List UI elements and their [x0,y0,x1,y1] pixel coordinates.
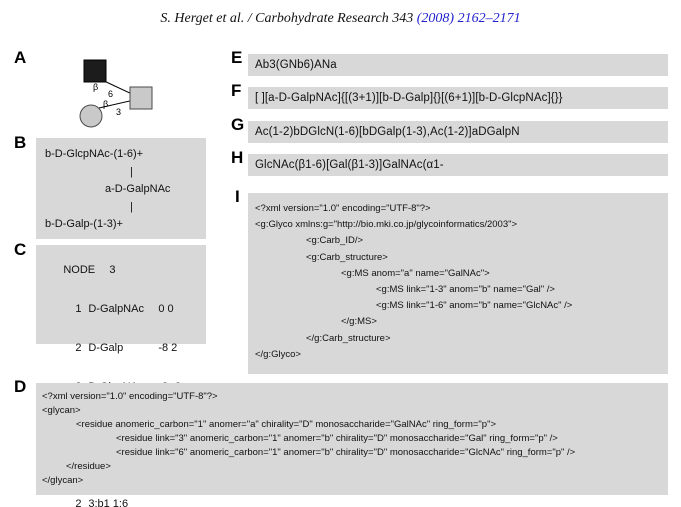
panel-label-e: E [231,48,243,67]
code-line: | [130,200,133,213]
panel-d-box: <?xml version="1.0" encoding="UTF-8"?> <… [36,383,668,495]
node-coords: 0 0 [158,303,174,315]
panel-e-bar: Ab3(GNb6)ANa [248,54,668,76]
xml-line: <glycan> [42,405,81,416]
xml-line: <?xml version="1.0" encoding="UTF-8"?> [42,391,218,402]
xml-line: </glycan> [42,475,84,486]
xml-line: <g:Glyco xmlns:g="http://bio.mki.co.jp/g… [255,219,518,231]
iupac-condensed-text: GlcNAc(β1-6)[Gal(β1-3)]GalNAc(α1- [255,159,444,171]
kcf-node-row: 2 D-Galp -8 2 [45,329,206,368]
linkage-line-1-6 [101,79,135,96]
kcf-node-row: 1 D-GalpNAc 0 0 [45,290,206,329]
code-line: b-D-GlcpNAc-(1-6)+ [45,148,144,160]
panel-label-c: C [14,240,27,259]
code-line: | [130,165,133,178]
panel-label-g: G [231,115,245,134]
panel-g-bar: Ac(1-2)bDGlcN(1-6)[bDGalp(1-3),Ac(1-2)]a… [248,121,668,143]
linkage-position-label-6: 6 [108,89,113,99]
xml-line: </residue> [66,461,111,472]
xml-line: </g:Carb_structure> [306,332,391,344]
gal-circle-icon [79,104,103,128]
panel-b-box: b-D-GlcpNAc-(1-6)+ | a-D-GalpNAc | b-D-G… [36,138,206,239]
code-line: a-D-GalpNAc [105,183,171,195]
xml-line: <?xml version="1.0" encoding="UTF-8"?> [255,203,431,214]
node-index: 1 [75,303,82,315]
xml-line: <residue anomeric_carbon="1" anomer="a" … [76,419,496,430]
xml-line: </g:Glyco> [255,348,301,360]
linkage-position-label-3: 3 [116,107,121,117]
kcf-edge-row: 2 3:b1 1:6 [45,485,206,507]
edge-spec: 3:b1 1:6 [88,498,129,507]
linucs-text: [ ][a-D-GalpNAc]{[(3+1)][b-D-Galp]{}[(6+… [255,92,563,104]
kcf-node-count: 3 [109,264,116,276]
xml-line: <g:MS anom="a" name="GalNAc"> [341,267,490,279]
edge-index: 2 [75,498,82,507]
panel-label-i: I [235,187,240,206]
anomer-label-2: β [103,99,108,109]
code-line: b-D-Galp-(1-3)+ [45,218,123,230]
linearcode-text: Ab3(GNb6)ANa [255,59,337,71]
xml-line: <g:MS link="1-3" anom="b" name="Gal" /> [376,284,555,296]
xml-line: </g:MS> [341,316,377,328]
panel-label-f: F [231,81,242,100]
xml-line: <residue link="3" anomeric_carbon="1" an… [116,433,558,444]
xml-line: <residue link="6" anomeric_carbon="1" an… [116,447,576,458]
linkage-line-1-3 [98,99,135,109]
panel-i-box: <?xml version="1.0" encoding="UTF-8"?> <… [248,193,668,374]
panel-label-a: A [14,48,27,67]
xml-line: <g:Carb_ID/> [306,235,364,247]
running-head: S. Herget et al. / Carbohydrate Research… [0,11,681,27]
glycan-symbol-diagram: β 6 β 3 [79,59,153,128]
kcf-keyword: NODE [63,264,96,276]
node-residue: D-Galp [88,342,124,354]
panel-label-h: H [231,148,244,167]
galnac-square-icon [129,86,153,110]
node-coords: -8 2 [158,342,178,354]
panel-f-bar: [ ][a-D-GalpNAc]{[(3+1)][b-D-Galp]{}[(6+… [248,87,668,109]
glcnac-square-icon [83,59,107,83]
panel-label-d: D [14,377,27,396]
node-residue: D-GalpNAc [88,303,144,315]
kcf-node-header: NODE 3 [45,251,206,290]
xml-line: <g:MS link="1-6" anom="b" name="GlcNAc" … [376,300,573,312]
xml-line: <g:Carb_structure> [306,251,388,263]
panel-h-bar: GlcNAc(β1-6)[Gal(β1-3)]GalNAc(α1- [248,154,668,176]
node-index: 2 [75,342,82,354]
journal-citation-text: S. Herget et al. / Carbohydrate Research… [160,11,417,26]
anomer-label-1: β [93,82,98,92]
bcsdb-text: Ac(1-2)bDGlcN(1-6)[bDGalp(1-3),Ac(1-2)]a… [255,126,520,138]
panel-label-b: B [14,133,27,152]
journal-citation-link[interactable]: (2008) 2162–2171 [416,11,521,26]
